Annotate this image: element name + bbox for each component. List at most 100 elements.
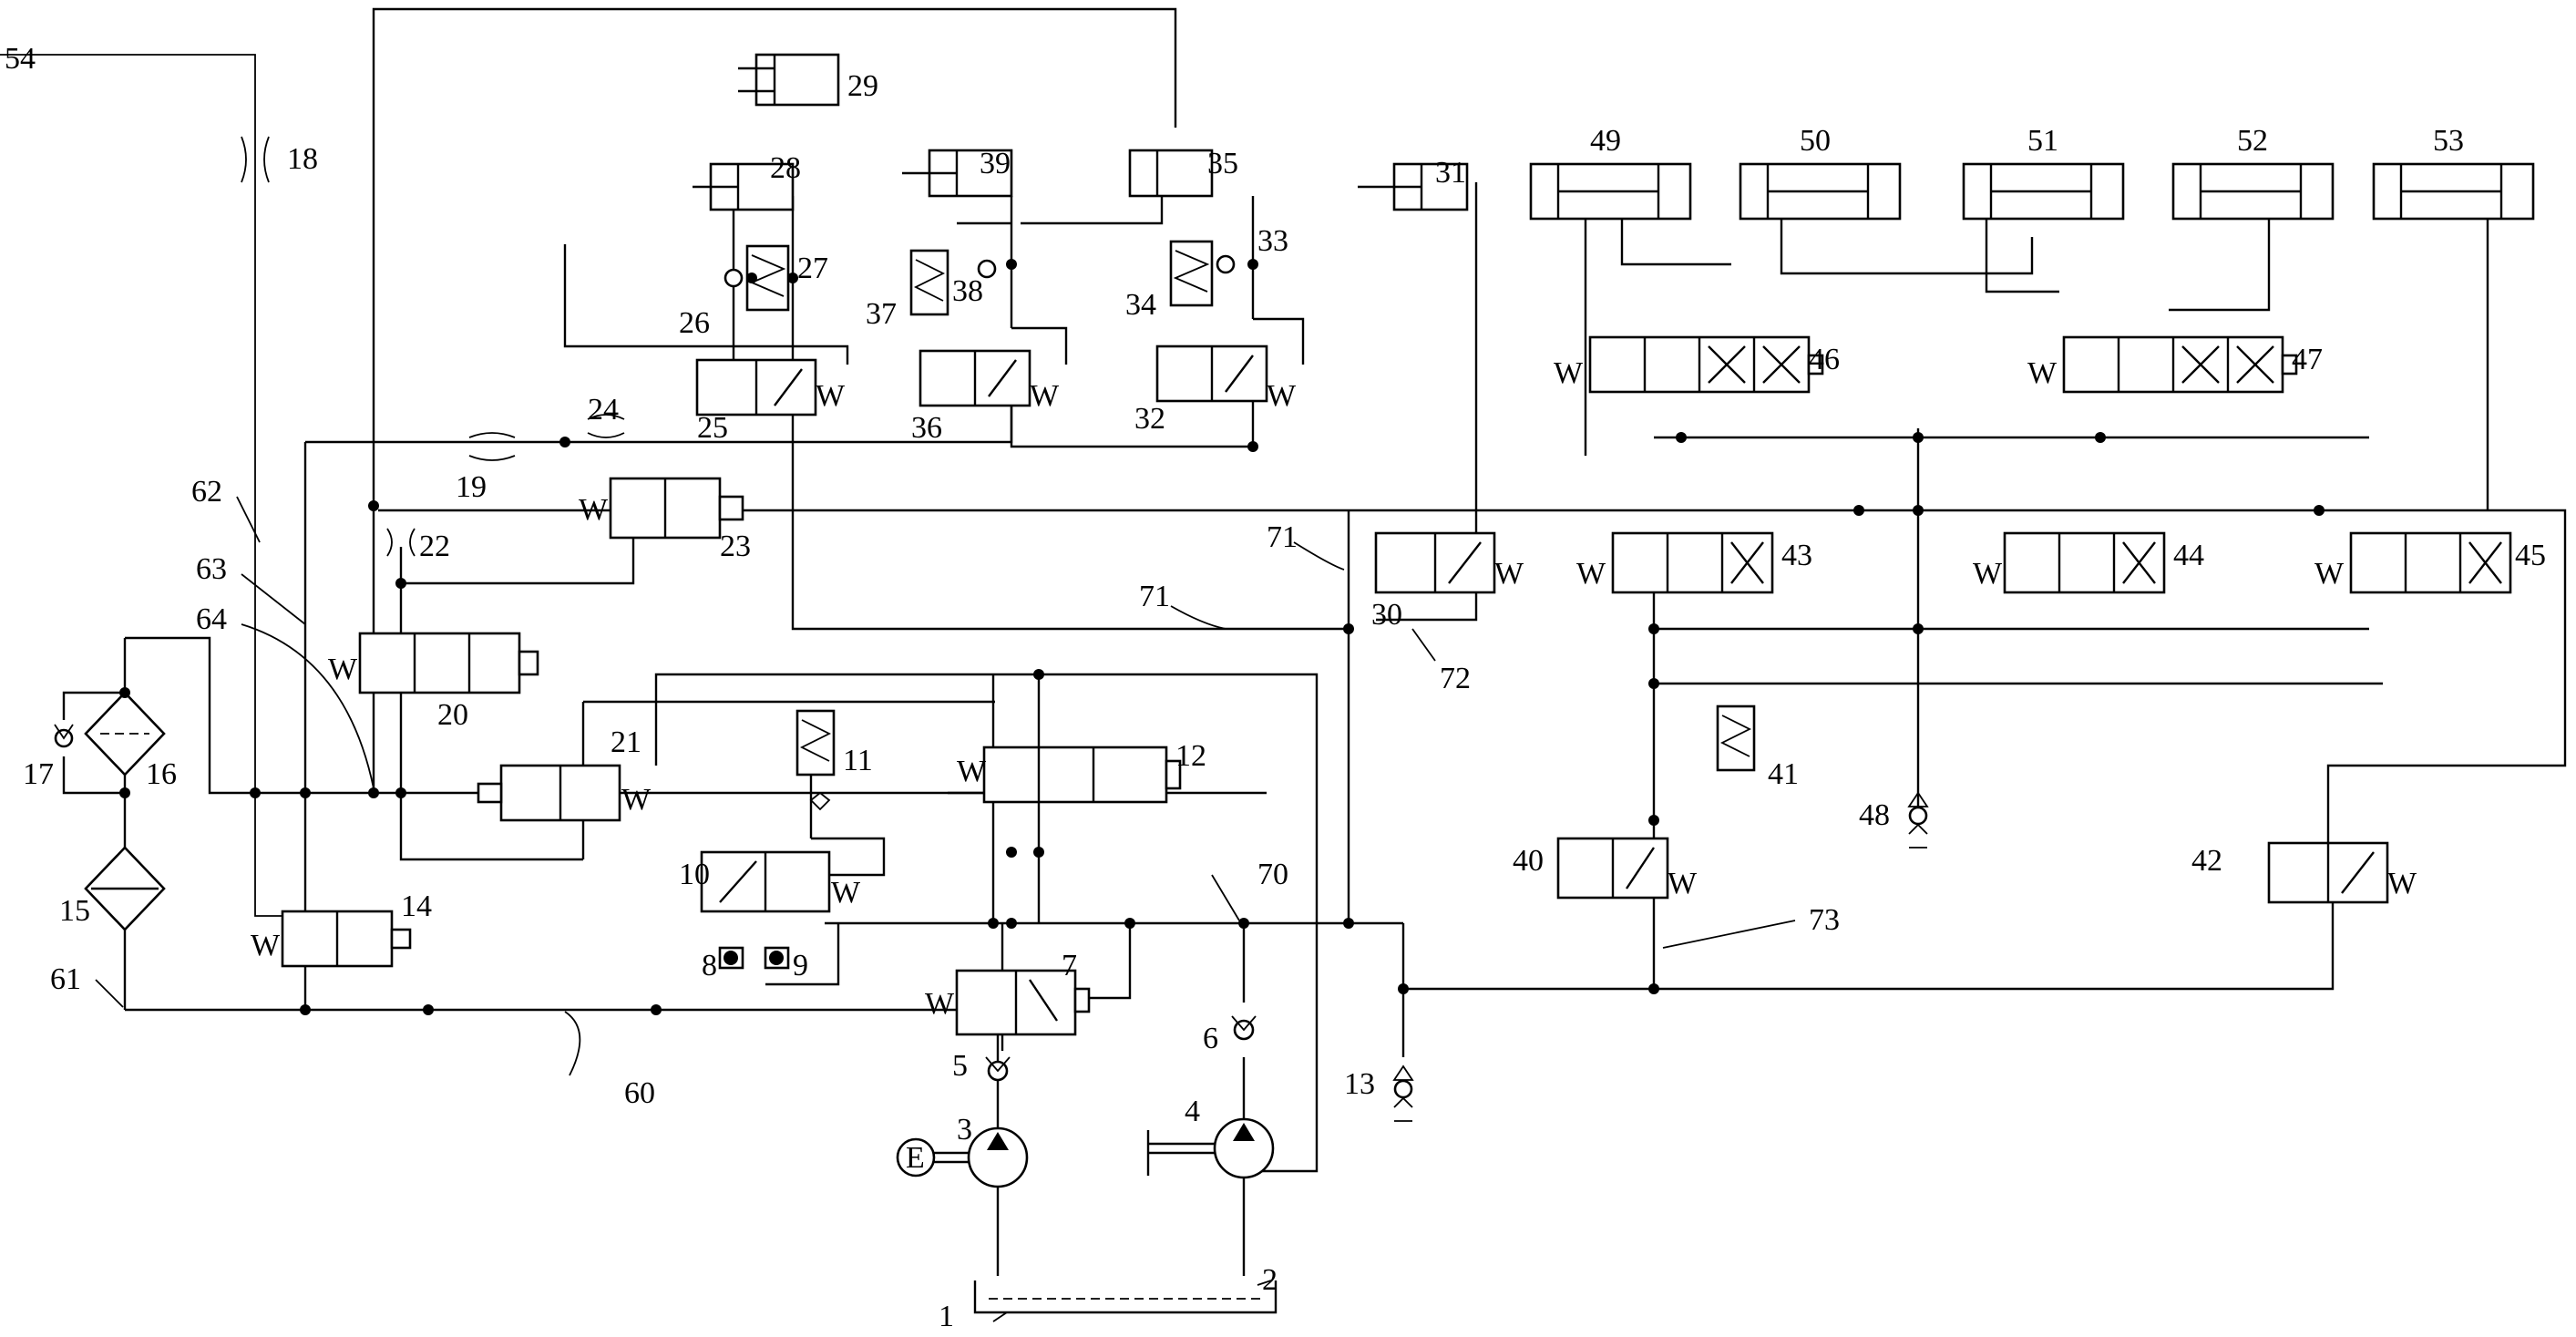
label-21: 21 xyxy=(611,725,641,759)
label-60: 60 xyxy=(624,1076,655,1110)
check-valve-48 xyxy=(1907,791,1929,848)
label-70: 70 xyxy=(1257,858,1288,891)
solenoid-w-44: W xyxy=(1973,557,2003,591)
label-3: 3 xyxy=(957,1113,972,1147)
label-17: 17 xyxy=(23,757,54,791)
valve-7 xyxy=(955,969,1091,1036)
label-29: 29 xyxy=(847,69,878,103)
cylinder-52 xyxy=(2171,162,2335,221)
label-20: 20 xyxy=(437,698,468,732)
label-43: 43 xyxy=(1781,539,1812,572)
valve-43 xyxy=(1611,531,1774,594)
valve-40 xyxy=(1556,837,1669,900)
solenoid-w-30: W xyxy=(1494,557,1524,591)
solenoid-w-10: W xyxy=(831,876,861,910)
label-11: 11 xyxy=(843,744,873,777)
label-72: 72 xyxy=(1440,662,1471,695)
label-10: 10 xyxy=(679,858,710,891)
label-2: 2 xyxy=(1262,1263,1278,1297)
check-valve-6 xyxy=(1231,1015,1257,1041)
label-41: 41 xyxy=(1768,757,1799,791)
label-49: 49 xyxy=(1590,124,1621,158)
label-16: 16 xyxy=(146,757,177,791)
valve-20 xyxy=(358,632,539,694)
label-62: 62 xyxy=(191,475,222,509)
label-30: 30 xyxy=(1371,598,1402,632)
pressure-switch-37 xyxy=(909,249,997,316)
orifice-22 xyxy=(386,528,416,557)
valve-25 xyxy=(695,358,817,417)
label-44: 44 xyxy=(2173,539,2204,572)
label-33: 33 xyxy=(1257,224,1288,258)
solenoid-w-40: W xyxy=(1668,867,1698,900)
check-valve-17 xyxy=(54,724,74,748)
orifice-19 xyxy=(468,432,516,461)
valve-21 xyxy=(477,764,621,822)
label-8: 8 xyxy=(702,949,717,982)
valve-36 xyxy=(919,349,1031,407)
solenoid-w-42: W xyxy=(2387,867,2417,900)
label-54: 54 xyxy=(5,42,36,76)
label-1: 1 xyxy=(939,1300,954,1333)
label-26: 26 xyxy=(679,306,710,340)
label-23: 23 xyxy=(720,530,751,563)
label-27: 27 xyxy=(797,252,828,285)
label-38: 38 xyxy=(952,274,983,308)
orifice-24 xyxy=(587,414,625,438)
label-19: 19 xyxy=(456,470,487,504)
solenoid-w-14: W xyxy=(251,929,281,962)
label-64: 64 xyxy=(196,602,227,636)
valve-14 xyxy=(281,910,412,968)
solenoid-w-45: W xyxy=(2314,557,2345,591)
label-36: 36 xyxy=(911,411,942,445)
solenoid-w-47: W xyxy=(2027,356,2058,390)
motor-letter: E xyxy=(906,1141,925,1175)
cylinder-49 xyxy=(1529,162,1692,221)
check-valve-5 xyxy=(985,1056,1011,1082)
valve-42 xyxy=(2267,841,2389,904)
valve-30 xyxy=(1374,531,1496,594)
label-53: 53 xyxy=(2433,124,2464,158)
solenoid-w-36: W xyxy=(1030,379,1060,413)
electric-pump xyxy=(896,1126,1029,1188)
solenoid-w-46: W xyxy=(1554,356,1584,390)
actuator-29 xyxy=(738,53,840,107)
check-valve-13 xyxy=(1392,1064,1414,1122)
cylinder-28 xyxy=(693,162,795,211)
label-25: 25 xyxy=(697,411,728,445)
oil-tank xyxy=(973,1280,1278,1314)
label-31: 31 xyxy=(1435,156,1466,190)
filter-16 xyxy=(84,691,166,776)
label-14: 14 xyxy=(401,890,432,923)
label-51: 51 xyxy=(2027,124,2058,158)
solenoid-w-23: W xyxy=(579,493,609,527)
valve-23 xyxy=(609,477,744,540)
cylinder-50 xyxy=(1739,162,1902,221)
filter-15 xyxy=(84,846,166,931)
indicator-8-9 xyxy=(718,946,790,970)
cylinder-53 xyxy=(2372,162,2535,221)
cylinder-35 xyxy=(1128,149,1214,198)
solenoid-w-20: W xyxy=(328,653,358,686)
label-32: 32 xyxy=(1134,402,1165,436)
label-50: 50 xyxy=(1800,124,1831,158)
valve-12 xyxy=(982,746,1182,804)
orifice-18 xyxy=(241,136,270,183)
label-34: 34 xyxy=(1125,288,1156,322)
label-39: 39 xyxy=(980,147,1011,180)
label-37: 37 xyxy=(866,297,897,331)
label-42: 42 xyxy=(2191,844,2222,878)
label-5: 5 xyxy=(952,1049,968,1083)
label-71-upper: 71 xyxy=(1267,520,1298,554)
manual-pump xyxy=(1146,1117,1275,1179)
label-22: 22 xyxy=(419,530,450,563)
label-47: 47 xyxy=(2292,343,2323,376)
solenoid-w-21: W xyxy=(621,783,652,817)
label-9: 9 xyxy=(793,949,808,982)
solenoid-w-32: W xyxy=(1267,379,1297,413)
label-6: 6 xyxy=(1203,1022,1218,1055)
valve-46 xyxy=(1588,335,1824,394)
label-45: 45 xyxy=(2515,539,2546,572)
pressure-switch-34 xyxy=(1169,240,1236,307)
label-12: 12 xyxy=(1175,739,1206,773)
